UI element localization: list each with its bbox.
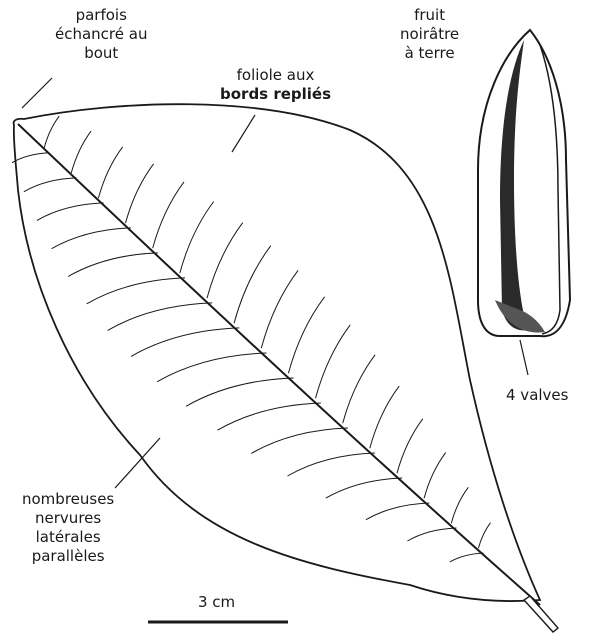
lateral-vein-lower — [24, 178, 77, 192]
label-veins: nombreuses nervures latérales parallèles — [22, 490, 114, 566]
lateral-vein-lower — [288, 453, 376, 476]
label-scale: 3 cm — [198, 593, 235, 612]
lateral-vein-lower — [52, 228, 131, 249]
label-valves-text: 4 valves — [506, 386, 568, 405]
leader-tip — [22, 78, 52, 108]
lateral-vein-lower — [108, 303, 213, 331]
lateral-vein-upper — [44, 116, 59, 148]
label-veins-line-3: latérales — [22, 528, 114, 547]
fruit-outline — [478, 30, 570, 336]
lateral-vein-upper — [234, 246, 271, 323]
label-tip-line-1: parfois — [55, 6, 147, 25]
lateral-vein-upper — [478, 523, 490, 549]
lateral-vein-upper — [126, 164, 154, 223]
lateral-vein-upper — [98, 147, 122, 198]
lateral-vein-upper — [288, 297, 324, 373]
lateral-vein-lower — [131, 328, 239, 357]
label-fruit: fruit noirâtre à terre — [400, 6, 459, 63]
lateral-vein-upper — [343, 355, 375, 423]
label-tip: parfois échancré au bout — [55, 6, 147, 63]
label-margin-line-1: foliole aux — [220, 66, 331, 85]
leader-veins — [115, 438, 160, 488]
lateral-vein-upper — [451, 487, 468, 523]
lateral-vein-upper — [261, 270, 298, 348]
label-margin-line-2: bords repliés — [220, 85, 331, 104]
lateral-vein-lower — [68, 253, 158, 277]
lateral-vein-upper — [207, 223, 243, 298]
lateral-vein-upper — [180, 202, 214, 274]
lateral-vein-upper — [424, 453, 446, 499]
lateral-vein-lower — [157, 353, 266, 382]
label-margin: foliole aux bords repliés — [220, 66, 331, 104]
label-fruit-line-1: fruit — [400, 6, 459, 25]
lateral-vein-lower — [366, 503, 429, 520]
lateral-vein-upper — [370, 386, 399, 448]
lateral-vein-lower — [87, 278, 185, 304]
label-veins-line-1: nombreuses — [22, 490, 114, 509]
lateral-vein-upper — [397, 419, 423, 473]
lateral-vein-lower — [12, 153, 49, 163]
lateral-vein-lower — [326, 478, 402, 498]
label-scale-text: 3 cm — [198, 593, 235, 612]
fruit-drawing — [478, 30, 570, 336]
leaf-petiole — [524, 596, 558, 632]
lateral-vein-lower — [37, 203, 104, 221]
lateral-vein-upper — [71, 131, 91, 173]
label-valves: 4 valves — [506, 386, 568, 405]
label-tip-line-3: bout — [55, 44, 147, 63]
label-tip-line-2: échancré au — [55, 25, 147, 44]
lateral-vein-lower — [407, 528, 456, 541]
lateral-vein-lower — [217, 403, 320, 430]
leader-valves — [520, 340, 528, 375]
label-veins-line-2: nervures — [22, 509, 114, 528]
label-fruit-line-2: noirâtre — [400, 25, 459, 44]
lateral-vein-upper — [316, 325, 351, 398]
lateral-vein-lower — [450, 553, 484, 562]
lateral-vein-lower — [186, 378, 294, 406]
leader-margin — [232, 115, 255, 152]
lateral-vein-lower — [251, 428, 348, 453]
label-fruit-line-3: à terre — [400, 44, 459, 63]
label-veins-line-4: parallèles — [22, 547, 114, 566]
lateral-vein-upper — [153, 182, 184, 248]
